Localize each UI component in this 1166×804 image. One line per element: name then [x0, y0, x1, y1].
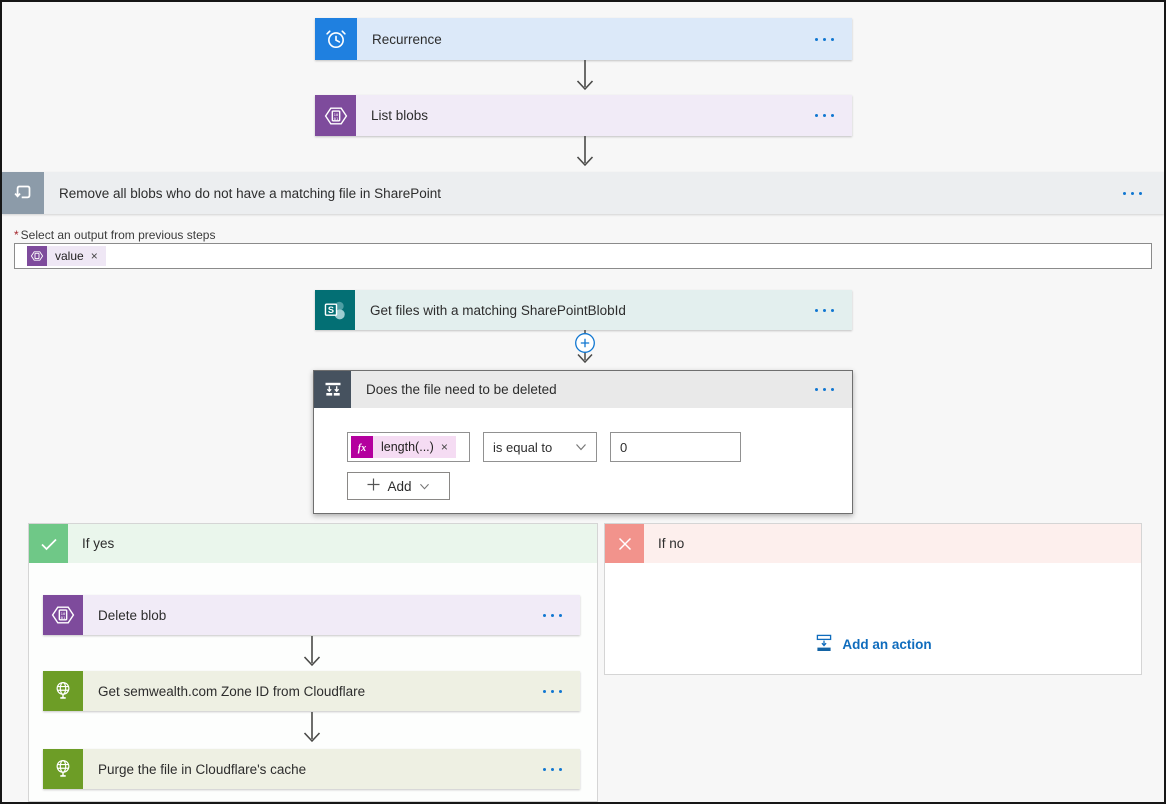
connector-arrow: [299, 636, 325, 678]
add-action-label: Add an action: [842, 637, 932, 652]
svg-text:10: 10: [61, 611, 66, 616]
svg-text:S: S: [328, 305, 334, 315]
connector-arrow: [299, 712, 325, 754]
required-marker: *: [14, 228, 19, 242]
blob-token-icon: [27, 246, 47, 266]
add-button-label: Add: [387, 478, 412, 494]
ellipsis-menu[interactable]: [813, 303, 836, 318]
condition-card: Does the file need to be deleted fx leng…: [313, 370, 853, 514]
fx-function-icon: fx: [351, 436, 373, 458]
if-yes-title: If yes: [82, 536, 115, 551]
foreach-title: Remove all blobs who do not have a match…: [59, 185, 441, 201]
trigger-card-recurrence[interactable]: Recurrence: [315, 18, 852, 60]
action-card-get-files[interactable]: S Get files with a matching SharePointBl…: [315, 290, 852, 330]
card-title: Delete blob: [98, 607, 167, 623]
operator-value: is equal to: [493, 439, 553, 455]
svg-text:fx: fx: [358, 443, 366, 454]
ellipsis-menu[interactable]: [541, 608, 564, 623]
remove-token-icon[interactable]: ×: [90, 249, 98, 263]
ellipsis-menu[interactable]: [813, 382, 836, 397]
foreach-scope-header[interactable]: Remove all blobs who do not have a match…: [2, 172, 1164, 214]
recurrence-clock-icon: [315, 18, 357, 60]
ellipsis-menu[interactable]: [541, 762, 564, 777]
expression-label: length(...): [381, 440, 434, 454]
ellipsis-menu[interactable]: [813, 108, 836, 123]
svg-text:01: 01: [61, 615, 66, 620]
if-no-branch: If no Add an action: [604, 523, 1142, 675]
chevron-down-icon: [575, 440, 587, 455]
card-title: List blobs: [371, 108, 429, 123]
foreach-param-label: *Select an output from previous steps: [14, 228, 216, 242]
if-no-header[interactable]: If no: [605, 524, 1141, 563]
check-icon: [29, 524, 68, 563]
condition-operator-dropdown[interactable]: is equal to: [483, 432, 597, 462]
ellipsis-menu[interactable]: [541, 684, 564, 699]
card-title: Purge the file in Cloudflare's cache: [98, 761, 307, 777]
condition-operand-field[interactable]: fx length(...) ×: [347, 432, 470, 462]
condition-branch-icon: [314, 371, 351, 408]
foreach-output-input[interactable]: value ×: [14, 243, 1152, 269]
if-no-title: If no: [658, 536, 685, 551]
add-condition-button[interactable]: Add: [347, 472, 450, 500]
if-yes-header[interactable]: If yes: [29, 524, 597, 563]
connector-arrow: [572, 60, 598, 102]
remove-expression-icon[interactable]: ×: [440, 440, 448, 454]
foreach-loop-icon: [2, 172, 44, 214]
dynamic-content-token-value[interactable]: value ×: [27, 246, 106, 266]
plus-icon: [367, 478, 380, 494]
ellipsis-menu[interactable]: [813, 32, 836, 47]
expression-token[interactable]: fx length(...) ×: [351, 436, 456, 458]
condition-value-input[interactable]: 0: [610, 432, 741, 462]
x-icon: [605, 524, 644, 563]
svg-text:01: 01: [333, 115, 338, 120]
token-label: value: [55, 249, 84, 263]
sharepoint-icon: S: [315, 290, 355, 330]
add-an-action-link[interactable]: Add an action: [605, 633, 1141, 656]
ellipsis-menu[interactable]: [1121, 186, 1144, 201]
action-card-get-zone-id[interactable]: Get semwealth.com Zone ID from Cloudflar…: [43, 671, 580, 711]
http-globe-icon: [43, 749, 83, 789]
svg-text:10: 10: [333, 111, 338, 116]
condition-header[interactable]: Does the file need to be deleted: [314, 371, 852, 408]
action-card-purge-cache[interactable]: Purge the file in Cloudflare's cache: [43, 749, 580, 789]
card-title: Get semwealth.com Zone ID from Cloudflar…: [98, 683, 366, 699]
chevron-down-icon: [419, 479, 430, 494]
value-text: 0: [620, 439, 628, 455]
connector-arrow-with-insert[interactable]: [569, 330, 601, 375]
connector-arrow: [572, 136, 598, 178]
card-title: Get files with a matching SharePointBlob…: [370, 302, 626, 318]
card-title: Recurrence: [372, 31, 442, 47]
http-globe-icon: [43, 671, 83, 711]
add-action-icon: [814, 633, 834, 656]
condition-title: Does the file need to be deleted: [366, 382, 557, 397]
